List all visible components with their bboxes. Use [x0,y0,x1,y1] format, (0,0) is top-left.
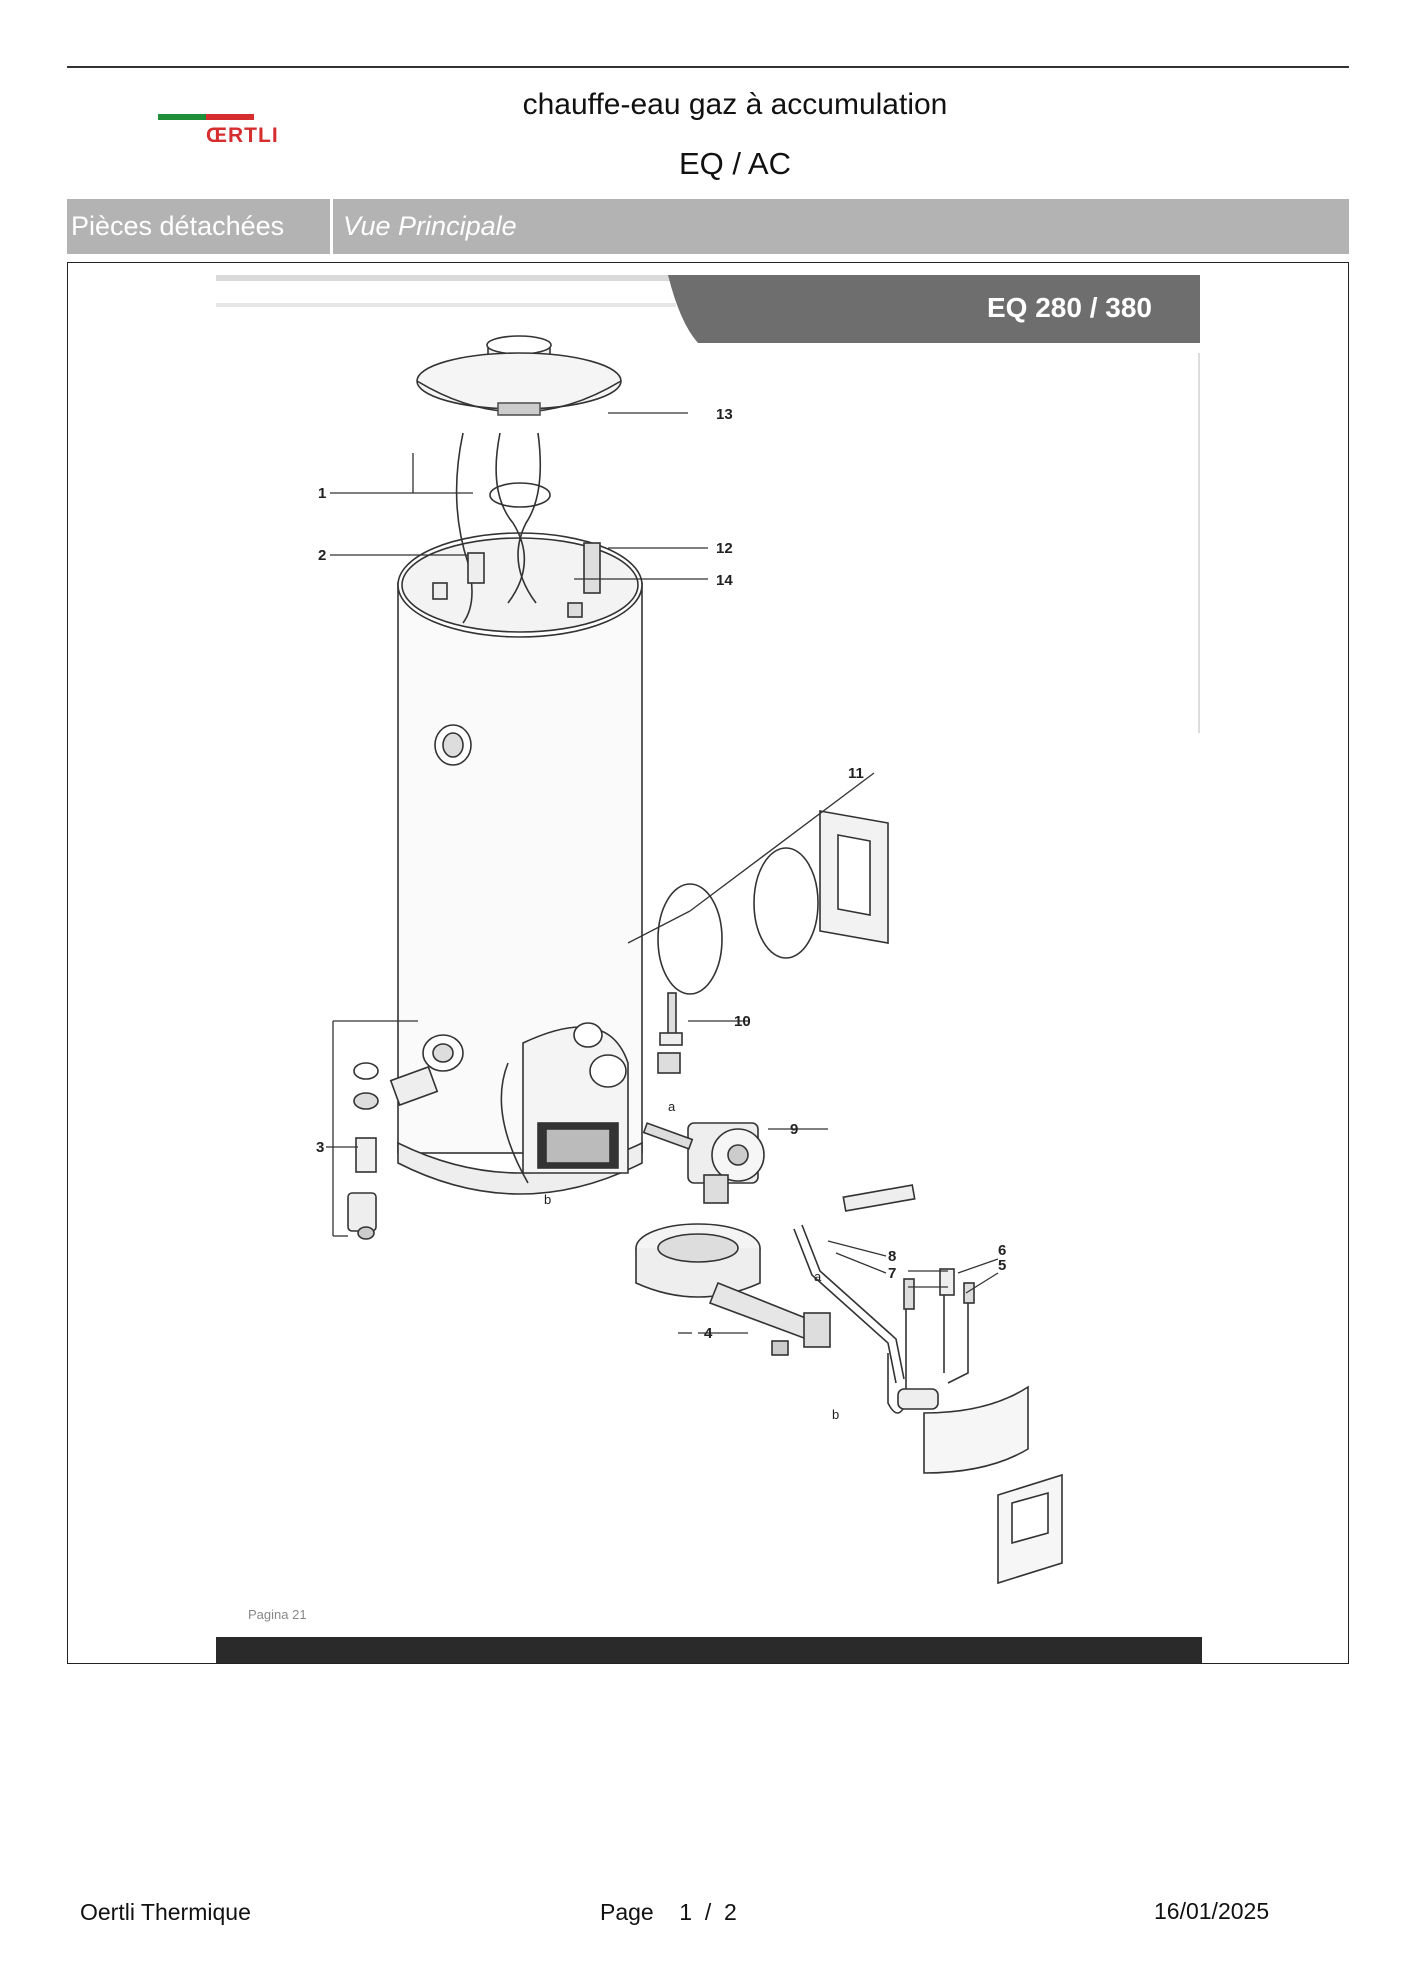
burner-assembly [635,1223,831,1356]
callout-6: 6 [998,1242,1006,1259]
drawing-frame: EQ 280 / 380 Pagina 21 [67,262,1349,1664]
callout-2: 2 [318,547,326,564]
callout-14: 14 [716,572,733,589]
logo-text: ŒRTLI [206,124,279,147]
footer-page-number: Page 1 / 2 [600,1899,737,1925]
exploded-parts-diagram: EQ 280 / 380 Pagina 21 [216,275,1202,1663]
document-title: chauffe-eau gaz à accumulation [522,88,948,121]
logo-red-bar [206,114,254,120]
logo-green-bar [158,114,206,120]
page-caption: Pagina 21 [248,1607,307,1622]
callout-9: 9 [790,1121,798,1138]
injector-parts [897,1268,975,1410]
callout-10: 10 [734,1013,751,1030]
callout-3: 3 [316,1139,324,1156]
combustion-chamber-door [500,1022,629,1184]
callout-7: 7 [888,1265,896,1282]
banner-model-text: EQ 280 / 380 [987,292,1152,323]
section-bar: Pièces détachées Vue Principale [67,199,1349,254]
letter-a-2: a [814,1269,822,1284]
callout-1: 1 [318,485,326,502]
banner-side-rule [1198,353,1200,733]
letter-b-2: b [832,1407,839,1422]
top-rule [67,66,1349,68]
pilot-electrode [657,992,683,1074]
letter-b-1: b [544,1192,551,1207]
flue-hood [416,335,622,416]
callout-8: 8 [888,1248,896,1265]
callout-labels: 1 2 3 4 5 6 7 8 9 10 11 12 13 14 [316,406,1006,1342]
bottom-dark-bar [216,1637,1202,1663]
footer-company: Oertli Thermique [80,1899,251,1925]
flue-baffle [455,432,551,624]
callout-4: 4 [704,1325,713,1342]
callout-11: 11 [848,765,864,782]
oertli-logo: ŒRTLI [158,110,308,150]
callout-13: 13 [716,406,733,423]
parts-group [347,335,1063,1585]
top-pipes [432,542,601,618]
leader-lines [326,412,999,1334]
letter-a-1: a [668,1099,676,1114]
document-model: EQ / AC [679,146,791,181]
section-label: Pièces détachées [67,199,333,254]
drain-valve-assembly [347,1034,464,1240]
callout-12: 12 [716,540,733,557]
pilot-tube-assembly [793,1184,969,1414]
access-panels [923,1385,1063,1585]
footer-date: 16/01/2025 [1154,1898,1270,1924]
section-view-name: Vue Principale [343,211,517,241]
banner-rule-faint [216,303,676,307]
inspection-plate [657,810,889,995]
gas-control-valve [642,1122,765,1204]
connection-letters: a a b b [544,1099,839,1422]
callout-5: 5 [998,1257,1006,1274]
banner-shape [668,275,1200,343]
